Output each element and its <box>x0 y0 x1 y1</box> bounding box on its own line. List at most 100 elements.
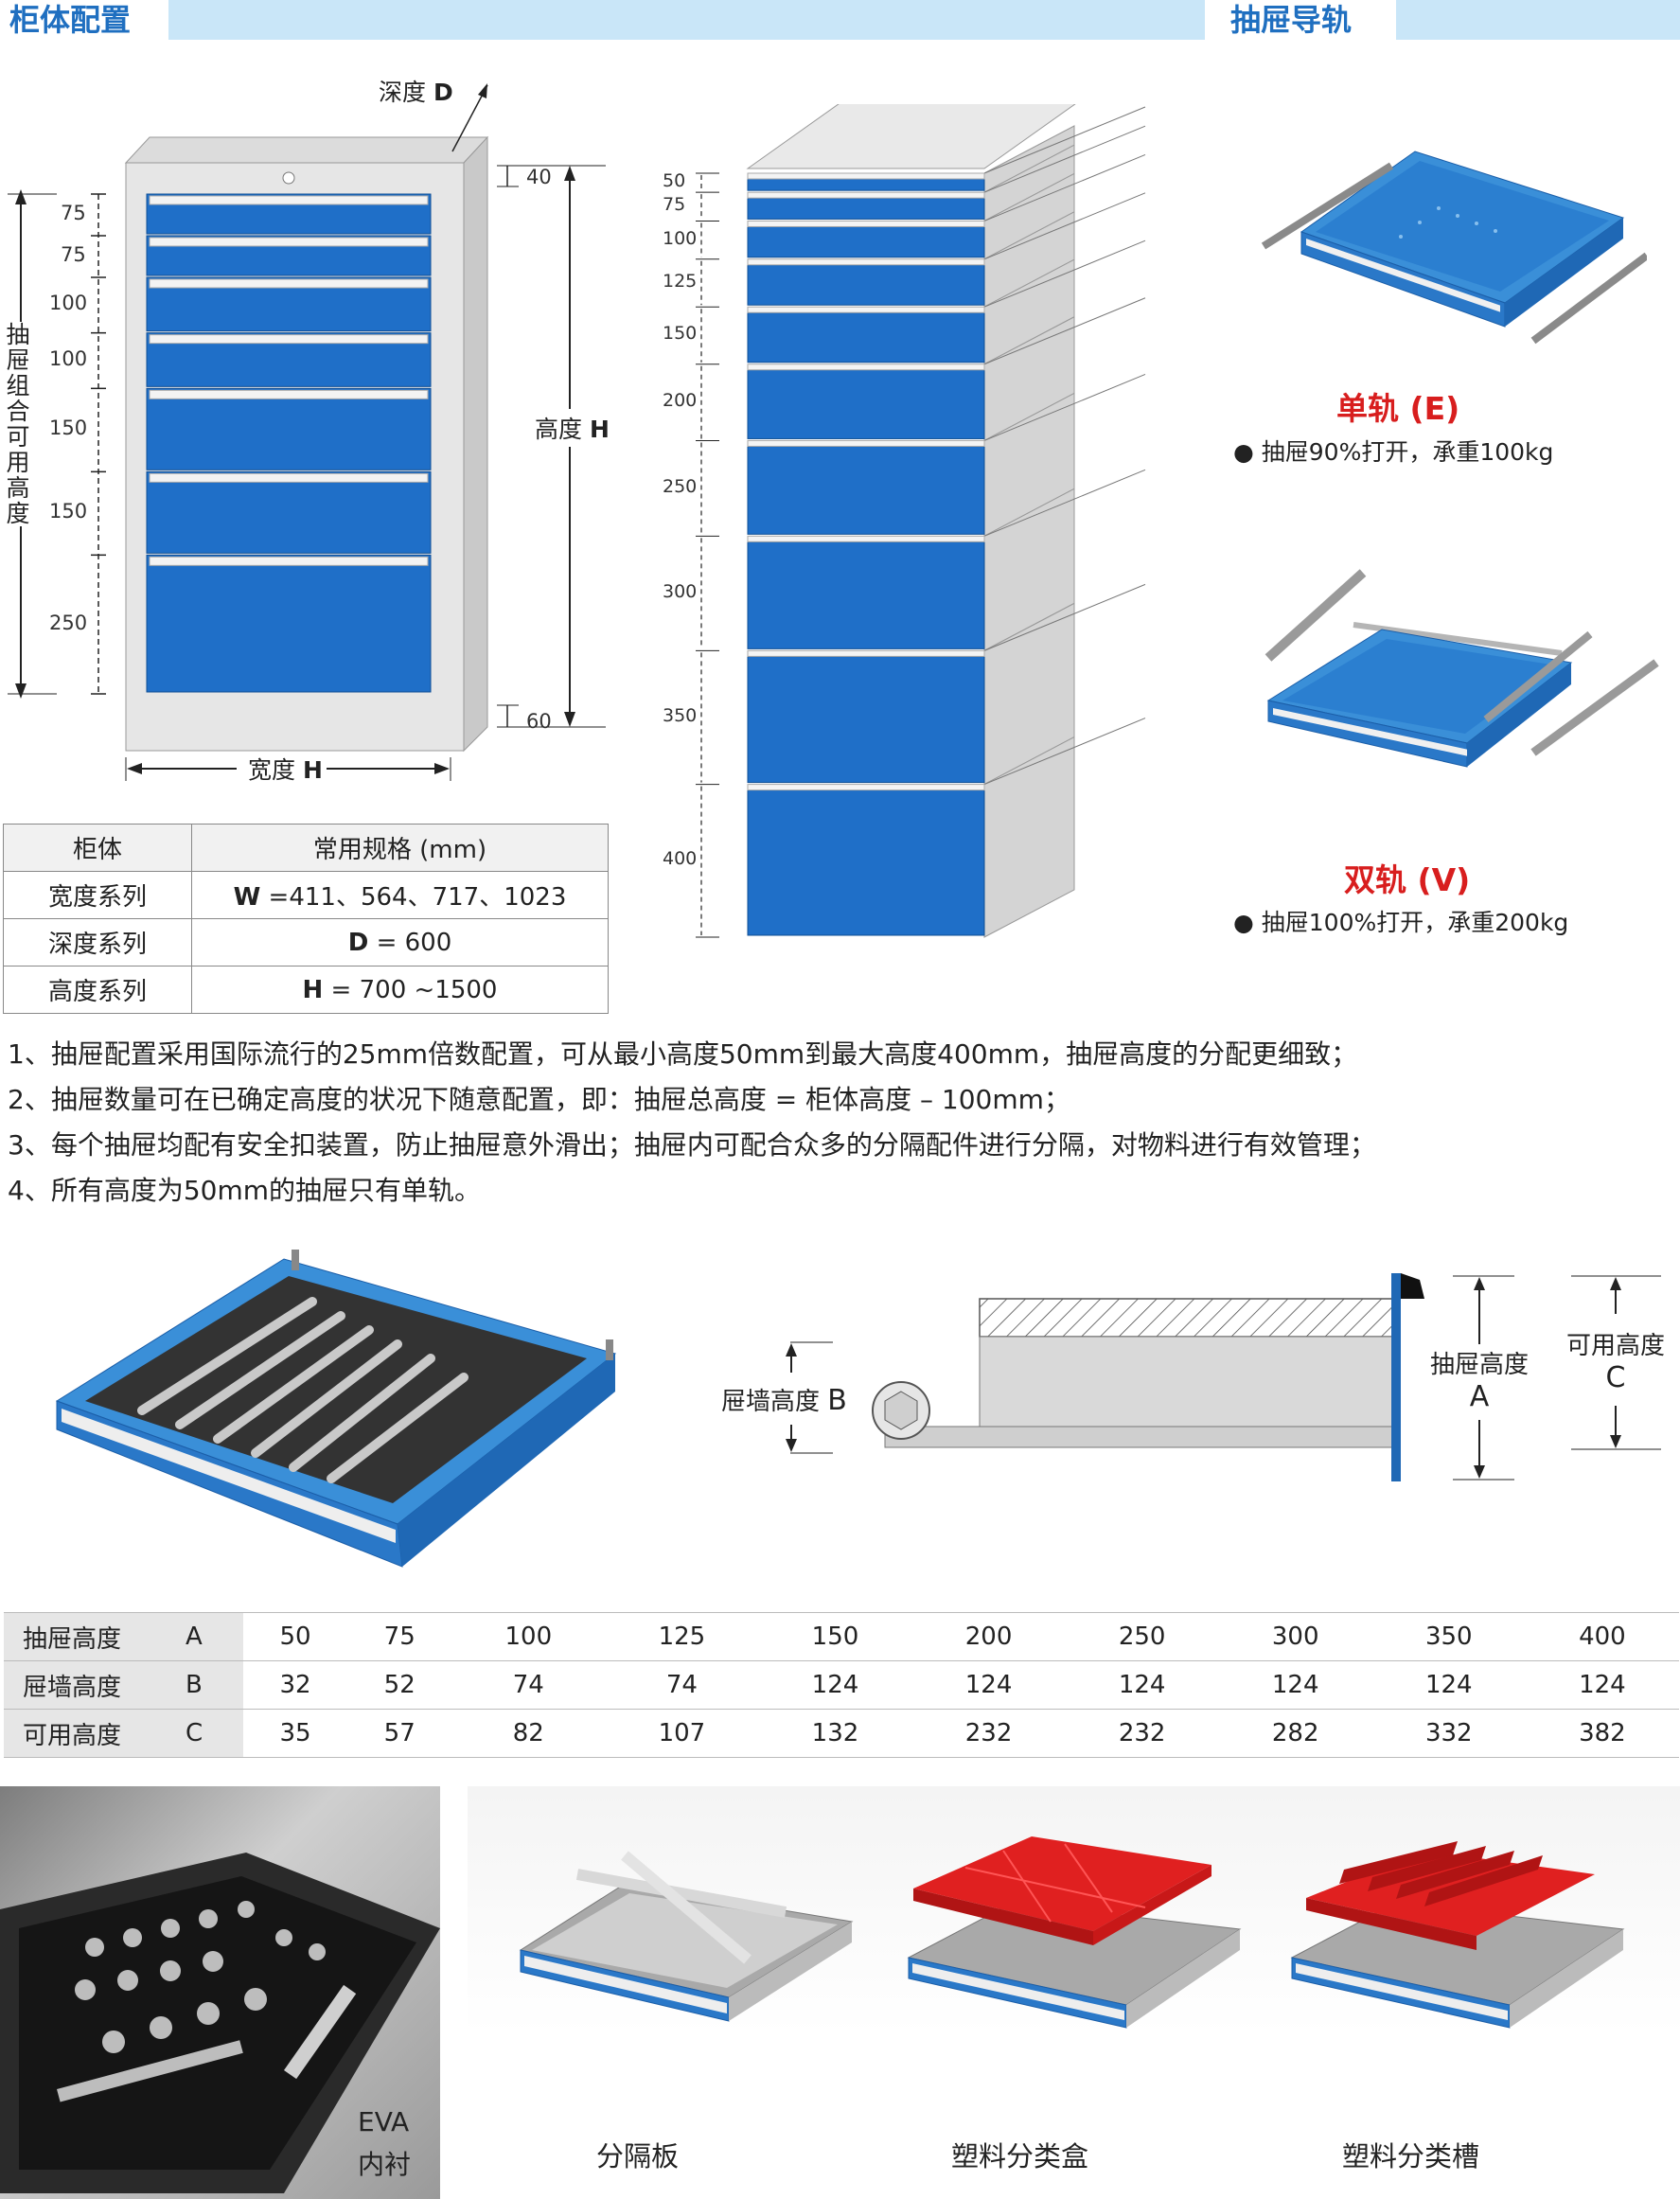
drawer-handle <box>747 439 985 447</box>
header-bar-left <box>168 0 1205 40</box>
drawer-handle <box>149 237 429 247</box>
bottom-gap-label: 60 <box>526 710 552 733</box>
table-row: 宽度系列 W =411、564、717、1023 <box>3 871 609 919</box>
section-title-cabinet: 柜体配置 <box>0 0 141 40</box>
stack-drawer <box>747 264 985 306</box>
double-rail-drawer-image <box>1264 569 1659 768</box>
table-cell: 32 <box>243 1660 348 1710</box>
table-cell: 100 <box>451 1612 606 1661</box>
row-code: B <box>185 1660 243 1710</box>
table-cell: 74 <box>605 1660 759 1710</box>
row-label: 屉墙高度 <box>4 1660 185 1710</box>
table-cell: 132 <box>758 1709 912 1758</box>
drawer-handle <box>747 172 985 180</box>
single-rail-title: 单轨 (E) <box>1336 390 1460 427</box>
stack-drawer <box>747 445 985 535</box>
table-cell: 332 <box>1371 1709 1526 1758</box>
table-cell: 74 <box>451 1660 606 1710</box>
stack-drawer <box>747 655 985 784</box>
table-cell: 50 <box>243 1612 348 1661</box>
row-label: 可用高度 <box>4 1709 185 1758</box>
width-label: 宽度 H <box>248 756 323 784</box>
wall-height-label: 屉墙高度 B <box>721 1384 847 1417</box>
eva-label-line2: 内衬 <box>358 2149 412 2180</box>
spec-row-name: 宽度系列 <box>3 871 192 919</box>
table-cell: 282 <box>1218 1709 1372 1758</box>
table-cell: 124 <box>758 1660 912 1710</box>
cabinet-spec-table: 柜体 常用规格 (mm) 宽度系列 W =411、564、717、1023 深度… <box>3 824 609 1014</box>
drawer-handle <box>149 556 429 566</box>
stack-drawer <box>747 789 985 936</box>
top-gap-label: 40 <box>526 166 552 188</box>
cabinet-drawer-height-label: 250 <box>49 611 88 634</box>
divider-drawer-image <box>519 1851 854 2022</box>
note-item: 4、所有高度为50mm的抽屉只有单轨。 <box>8 1175 481 1206</box>
table-cell: 300 <box>1218 1612 1372 1661</box>
table-cell: 125 <box>605 1612 759 1661</box>
stack-drawer <box>747 369 985 439</box>
drawer-handle <box>747 306 985 313</box>
stack-drawer-height-label: 125 <box>663 271 698 292</box>
table-cell: 75 <box>347 1612 452 1661</box>
table-cell: 150 <box>758 1612 912 1661</box>
depth-label: 深度 D <box>379 79 453 106</box>
cabinet-drawer <box>146 554 432 693</box>
cabinet-drawer-height-label: 75 <box>61 202 86 224</box>
drawer-handle <box>747 535 985 542</box>
plastic-box-drawer-image <box>907 1836 1242 2029</box>
stack-drawer-height-label: 100 <box>663 227 698 249</box>
eva-label-line1: EVA <box>358 2106 410 2137</box>
drawer-stack-diagram <box>696 104 1146 938</box>
table-cell: 124 <box>1065 1660 1219 1710</box>
spec-row-value: D = 600 <box>191 918 609 966</box>
stack-drawer <box>747 541 985 649</box>
cabinet-drawer-height-label: 150 <box>49 417 88 440</box>
drawer-handle <box>149 472 429 483</box>
table-cell: 400 <box>1525 1612 1679 1661</box>
drawer-handle <box>149 195 429 205</box>
drawer-handle <box>747 364 985 371</box>
cabinet-drawer-height-label: 100 <box>49 347 88 370</box>
spec-row-name: 高度系列 <box>3 966 192 1014</box>
table-row: 柜体 常用规格 (mm) <box>3 824 609 872</box>
row-label: 抽屉高度 <box>4 1612 185 1661</box>
double-rail-title: 双轨 (V) <box>1344 861 1471 898</box>
drawer-handle <box>747 784 985 791</box>
drawer-handle <box>747 649 985 657</box>
spec-header-cabinet: 柜体 <box>3 824 192 872</box>
spec-header-size: 常用规格 (mm) <box>191 824 609 872</box>
drawer-handle <box>149 334 429 345</box>
drawer-handle <box>149 278 429 289</box>
cabinet-diagram <box>8 83 606 781</box>
row-code: C <box>185 1709 243 1758</box>
divider-caption: 分隔板 <box>596 2140 680 2172</box>
stack-drawer-height-label: 250 <box>663 475 698 497</box>
table-cell: 52 <box>347 1660 452 1710</box>
plastic-box-caption: 塑料分类盒 <box>951 2140 1089 2172</box>
stack-drawer-height-label: 400 <box>663 848 698 870</box>
height-label: 高度 H <box>533 409 611 447</box>
usable-height-vertical-label: 抽屉组合可用高度 <box>4 322 32 526</box>
note-item: 1、抽屉配置采用国际流行的25mm倍数配置，可从最小高度50mm到最大高度400… <box>8 1038 1358 1070</box>
stack-drawer-height-label: 50 <box>663 170 686 192</box>
table-cell: 382 <box>1525 1709 1679 1758</box>
table-cell: 124 <box>1218 1660 1372 1710</box>
table-cell: 124 <box>1525 1660 1679 1710</box>
stack-drawer-height-label: 75 <box>663 194 686 216</box>
cabinet-drawer-height-label: 75 <box>61 243 86 266</box>
stack-drawer-height-label: 200 <box>663 390 698 412</box>
stack-drawer-height-label: 150 <box>663 323 698 345</box>
header-bar-right <box>1396 0 1680 40</box>
table-cell: 250 <box>1065 1612 1219 1661</box>
single-rail-desc: ● 抽屉90%打开，承重100kg <box>1233 438 1554 466</box>
table-cell: 107 <box>605 1709 759 1758</box>
table-cell: 350 <box>1371 1612 1526 1661</box>
wrench-drawer-image <box>55 1250 617 1568</box>
table-row: 深度系列 D = 600 <box>3 918 609 966</box>
drawer-handle <box>747 258 985 266</box>
